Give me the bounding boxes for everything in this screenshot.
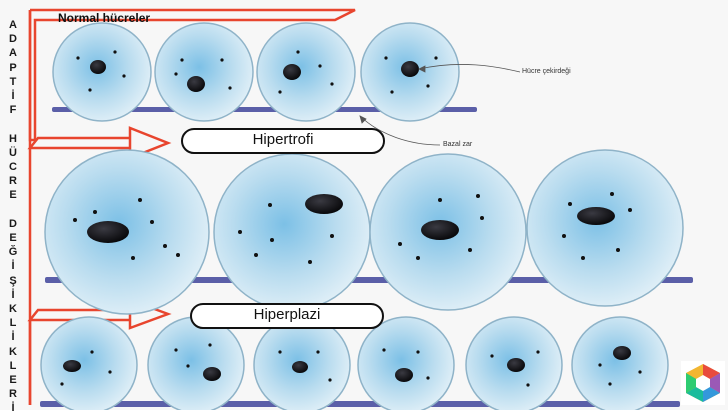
- row-normal: [52, 22, 477, 122]
- arrow-hipertrofi: [27, 126, 172, 160]
- cell: [253, 316, 351, 410]
- cell: [147, 316, 245, 410]
- label-hiperplazi: Hiperplazi: [190, 303, 384, 329]
- row-hiperplazi: [40, 316, 680, 410]
- membrane-normal: [52, 107, 477, 112]
- cell: [213, 153, 371, 311]
- title-vertical: A D A P T İ F H Ü C R E D E Ğ İ Ş İ K L …: [8, 19, 18, 415]
- row-hipertrofi: [44, 149, 693, 315]
- label-basement-membrane: Bazal zar: [443, 141, 473, 148]
- cell: [52, 22, 152, 122]
- label-nucleus: Hücre çekirdeği: [522, 68, 571, 75]
- label-normal-cells: Normal hücreler: [58, 11, 151, 25]
- membrane-hipertrofi: [45, 277, 693, 283]
- cell: [369, 153, 527, 311]
- colorful-hexagon-logo-icon: [681, 361, 725, 405]
- arrow-hiperplazi: [27, 298, 172, 330]
- label-hipertrofi: Hipertrofi: [181, 128, 385, 154]
- cell: [360, 22, 460, 122]
- cell: [154, 22, 254, 122]
- cell: [357, 316, 455, 410]
- cell: [571, 316, 669, 410]
- cell: [44, 149, 210, 315]
- membrane-hiperplazi: [40, 401, 680, 407]
- callout-lines: [359, 64, 521, 146]
- cell: [256, 22, 356, 122]
- cell: [526, 149, 684, 307]
- bracket-arrows: [27, 8, 356, 405]
- cell: [40, 316, 138, 410]
- cell: [465, 316, 563, 410]
